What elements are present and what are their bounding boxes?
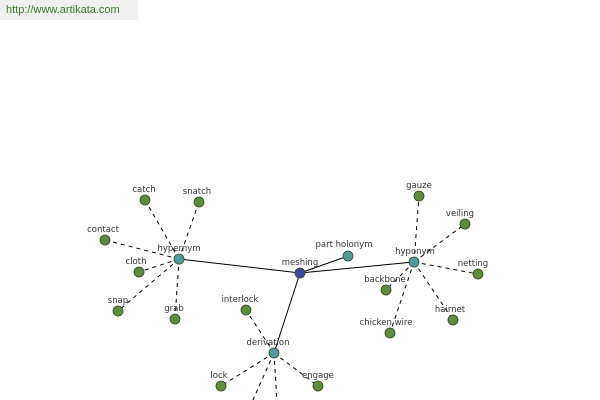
node-hypernym[interactable] xyxy=(173,253,185,265)
node-snatch-label: snatch xyxy=(183,187,211,197)
node-hypernym-label: hypernym xyxy=(157,244,200,254)
node-part-holonym[interactable] xyxy=(342,250,354,262)
node-chicken-wire-label: chicken wire xyxy=(360,318,413,328)
node-veiling[interactable] xyxy=(459,218,471,230)
node-snap-label: snap xyxy=(108,296,128,306)
node-derivation[interactable] xyxy=(268,347,280,359)
edge-meshing-hypernym xyxy=(178,258,301,274)
node-catch-label: catch xyxy=(132,185,155,195)
nodes xyxy=(99,190,484,392)
node-lock[interactable] xyxy=(215,380,227,392)
edge-hyponym-backbone xyxy=(385,261,415,291)
node-netting[interactable] xyxy=(472,268,484,280)
node-gauze-label: gauze xyxy=(406,181,432,191)
node-engage-label: engage xyxy=(302,371,334,381)
node-derivation-label: derivation xyxy=(246,338,289,348)
node-hairnet[interactable] xyxy=(447,314,459,326)
node-meshing[interactable] xyxy=(294,267,306,279)
node-part-holonym-label: part holonym xyxy=(316,240,373,250)
edge-meshing-part-holonym xyxy=(299,255,349,274)
node-interlock[interactable] xyxy=(240,304,252,316)
node-hairnet-label: hairnet xyxy=(435,305,466,315)
node-chicken-wire[interactable] xyxy=(384,327,396,339)
edge-stub-0 xyxy=(273,352,278,400)
node-engage[interactable] xyxy=(312,380,324,392)
node-veiling-label: veiling xyxy=(446,209,474,219)
node-lock-label: lock xyxy=(210,371,227,381)
node-backbone-label: backbone xyxy=(364,275,405,285)
node-backbone[interactable] xyxy=(380,284,392,296)
edge-hyponym-gauze xyxy=(413,195,420,263)
node-grab[interactable] xyxy=(169,313,181,325)
edge-hypernym-grab xyxy=(174,258,180,320)
edge-hypernym-catch xyxy=(144,199,180,260)
watermark-url: http://www.artikata.com xyxy=(0,0,138,20)
node-cloth[interactable] xyxy=(133,266,145,278)
edges xyxy=(104,195,479,400)
node-hyponym[interactable] xyxy=(408,256,420,268)
edge-hyponym-hairnet xyxy=(413,261,454,321)
labels: catch snatch contact cloth snap grab gauze veil… xyxy=(87,181,488,381)
node-snap[interactable] xyxy=(112,305,124,317)
edge-derivation-engage xyxy=(273,352,319,387)
node-snatch[interactable] xyxy=(193,196,205,208)
node-grab-label: grab xyxy=(164,304,184,314)
node-netting-label: netting xyxy=(458,259,488,269)
node-meshing-label: meshing xyxy=(282,258,318,268)
node-catch[interactable] xyxy=(139,194,151,206)
edge-hypernym-cloth xyxy=(138,258,180,273)
node-contact[interactable] xyxy=(99,234,111,246)
edge-hypernym-snap xyxy=(117,258,180,312)
edge-derivation-lock xyxy=(220,352,275,387)
edge-hyponym-veiling xyxy=(413,223,466,263)
edge-stub-1 xyxy=(252,352,275,400)
edge-hypernym-snatch xyxy=(178,201,200,260)
node-hyponym-label: hyponym xyxy=(395,247,435,257)
node-cloth-label: cloth xyxy=(126,257,147,267)
edge-meshing-hyponym xyxy=(299,261,415,274)
edge-meshing-derivation xyxy=(273,272,301,354)
node-gauze[interactable] xyxy=(413,190,425,202)
edge-derivation-interlock xyxy=(245,309,275,354)
edge-hyponym-netting xyxy=(413,261,479,275)
node-interlock-label: interlock xyxy=(222,295,259,305)
node-contact-label: contact xyxy=(87,225,119,235)
